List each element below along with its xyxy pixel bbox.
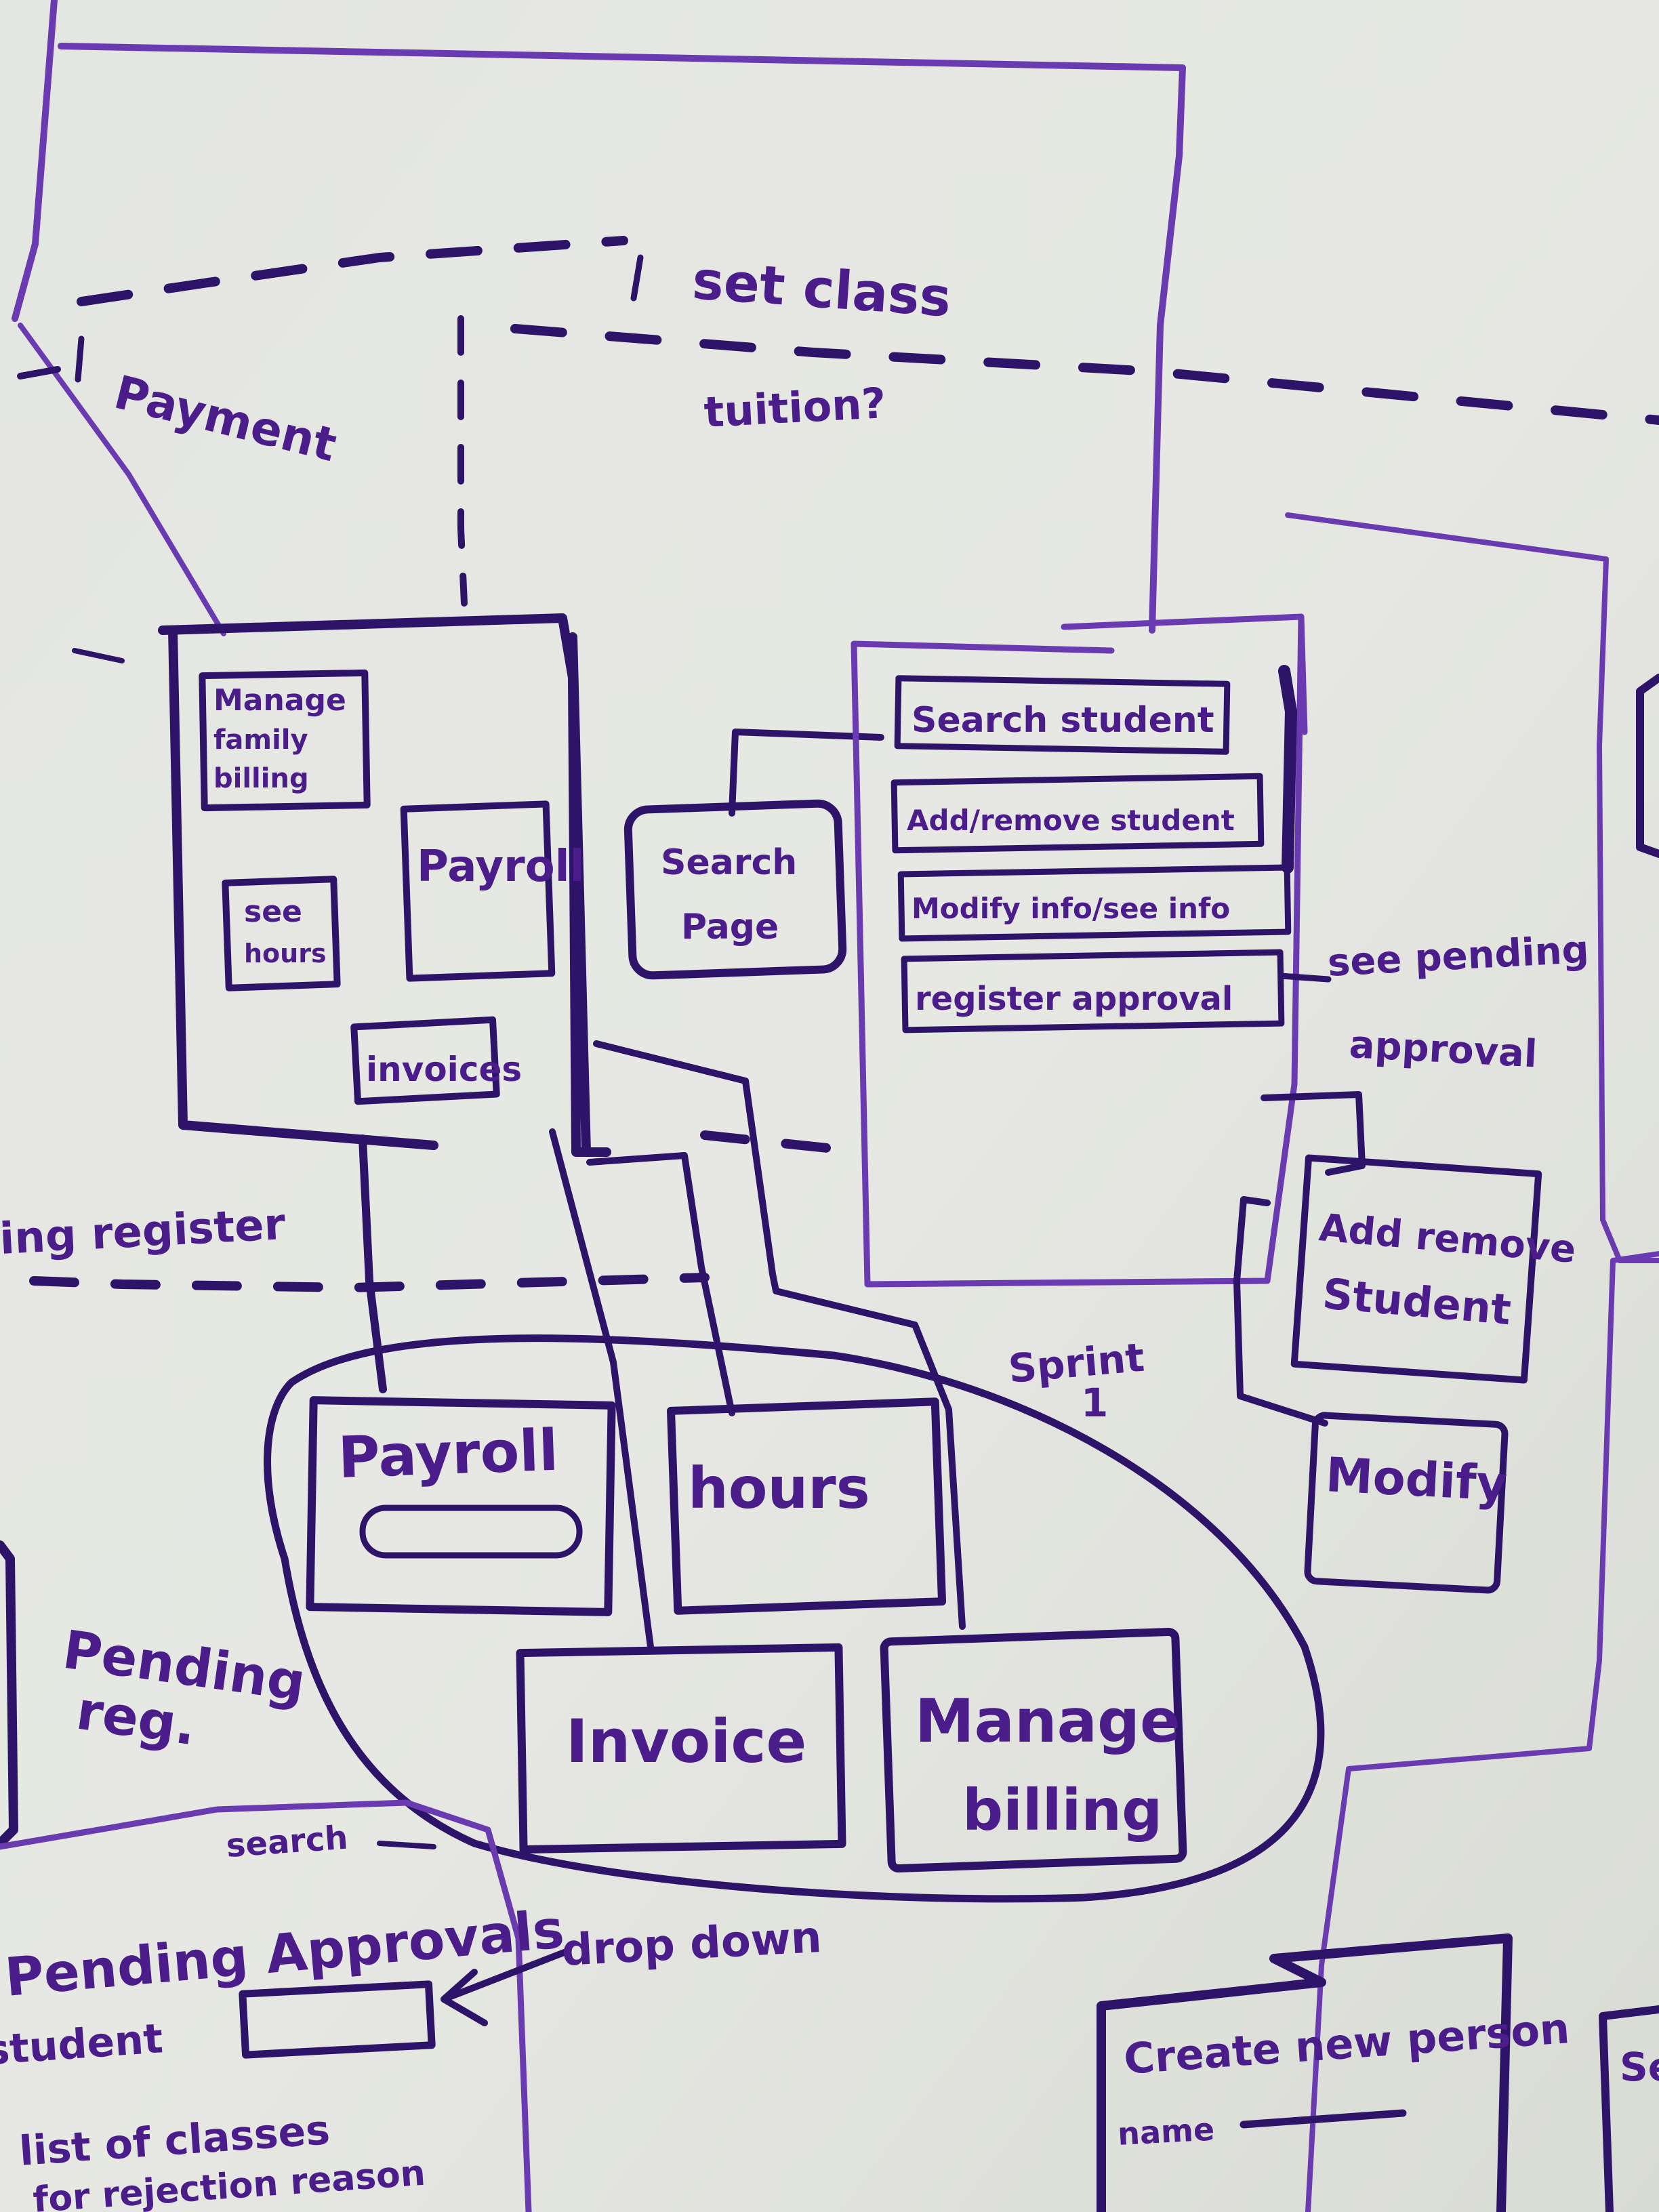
modify-info-button[interactable] [897,864,1292,942]
label-invoice: Invoice [566,1706,806,1776]
label-billing-box: billing [962,1777,1162,1843]
set-class-bracket [630,254,644,302]
payroll-inner-button[interactable] [359,1504,583,1559]
label-search-bottom: search [225,1819,349,1865]
name-input-line[interactable] [1240,2109,1407,2129]
dropdown-arrow [441,1948,569,2026]
search-underline [377,1841,436,1849]
label-manage-billing: Manage [915,1686,1181,1756]
left-edge-line [0,1540,18,1848]
admin-screen-frame [851,613,1308,1288]
hours-box [666,1397,947,1615]
payment-dashed-arrow [457,315,468,607]
add-remove-student-box [1290,1154,1542,1384]
label-search: Search [661,842,797,883]
left-dash-2 [72,648,125,663]
label-modify: Modify [1324,1447,1509,1512]
left-dash [17,366,61,380]
search-connector [729,729,884,817]
label-hours-small: hours [244,939,327,968]
label-manage: Manage [213,683,346,718]
pending-approval-connector [1277,972,1332,983]
pending-approvals-frame [0,1799,532,2212]
label-se: Se [1620,2044,1659,2090]
payment-bracket [75,335,85,383]
label-billing: billing [213,763,309,794]
payment-connector-line [18,323,226,636]
create-person-frame [1097,1933,1513,2212]
invoice-box [516,1643,846,1854]
set-class-dashed-line [77,236,628,306]
label-search-student: Search student [912,700,1214,741]
label-name: name [1117,2111,1216,2152]
top-frame-line [12,0,1186,634]
label-page: Page [681,907,779,947]
invoices-button[interactable] [350,1016,500,1105]
label-register-approval: register approval [915,980,1233,1018]
payroll-small-button[interactable] [400,800,556,982]
label-family: family [213,724,308,756]
label-payroll: Payroll [337,1417,559,1491]
search-page-box [623,799,847,980]
label-payroll-small: Payroll [417,842,585,892]
right-frame-line-2 [1305,1251,1659,2212]
label-add-remove-student: Add/remove student [907,804,1235,837]
billing-connector [593,1040,966,1630]
manage-billing-box [880,1627,1187,1873]
label-modify-info: Modify info/see info [912,892,1230,925]
label-hours: hours [688,1455,870,1521]
see-hours-button[interactable] [222,876,341,991]
add-remove-student-button[interactable] [890,773,1265,854]
label-sprint-mark: 1 [1081,1380,1108,1426]
hours-connector [586,1152,735,1416]
sprint-bubble [264,1334,1325,1903]
register-approval-button[interactable] [901,949,1285,1033]
pending-register-dashed-line [29,1130,838,1292]
modify-box [1304,1412,1509,1594]
label-approval: approval [1348,1023,1538,1076]
modify-connector [1233,1196,1328,1427]
label-invoices: invoices [366,1050,522,1089]
tuition-dashed-line [510,324,1659,425]
search-student-button[interactable] [894,675,1231,755]
payroll-box [306,1396,616,1616]
billing-screen-frame [158,613,611,1157]
invoice-connector [549,1128,654,1650]
manage-family-billing-button[interactable] [199,669,371,812]
right-edge-box [1636,674,1659,858]
bottom-right-partial-box [1599,2005,1659,2212]
add-remove-connector [1261,1091,1366,1176]
student-dropdown[interactable] [239,1980,436,2059]
label-tuition: tuition? [703,378,887,437]
label-see: see [244,895,302,929]
admin-screen-dark-edge [1278,665,1297,874]
